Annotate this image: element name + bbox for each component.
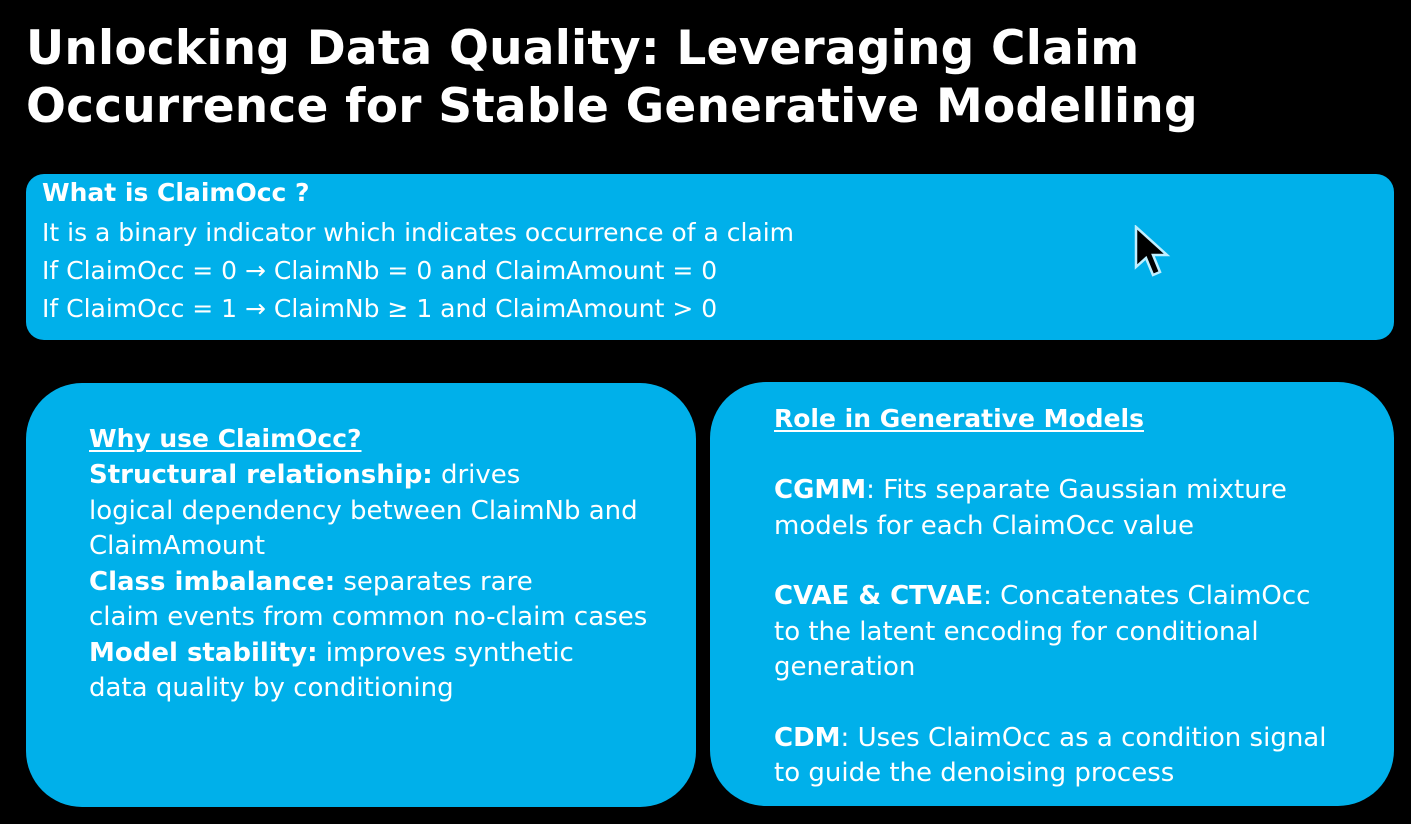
role-item-cgmm: CGMM: Fits separate Gaussian mixture mod…: [774, 473, 1374, 544]
definition-line: It is a binary indicator which indicates…: [42, 218, 795, 247]
why-item-text: improves synthetic: [317, 637, 574, 668]
why-item-text: separates rare: [335, 566, 533, 597]
mouse-pointer-arrow-icon: [1134, 225, 1171, 277]
role-item-text: : Uses ClaimOcc as a condition signal to…: [774, 722, 1327, 789]
role-item-cvae: CVAE & CTVAE: Concatenates ClaimOcc to t…: [774, 579, 1334, 686]
definition-box: What is ClaimOcc ? It is a binary indica…: [26, 174, 1394, 340]
why-use-heading: Why use ClaimOcc?: [89, 424, 362, 453]
role-item-term: CGMM: [774, 475, 867, 505]
why-item-stability: Model stability: improves synthetic data…: [89, 636, 676, 707]
why-item-text: drives: [432, 460, 521, 490]
role-item-text: : Concatenates ClaimOcc to the latent en…: [774, 581, 1311, 682]
spacer: [774, 438, 1374, 473]
why-item-term: Model stability:: [89, 637, 318, 668]
slide-title-line-1: Unlocking Data Quality: Leveraging Claim: [26, 21, 1140, 76]
role-item-term: CDM: [774, 722, 841, 753]
role-item-text: : Fits separate Gaussian mixture models …: [774, 475, 1287, 541]
why-item-text-cont: claim events from common no-claim cases: [89, 602, 648, 632]
spacer: [774, 686, 1374, 721]
role-item-term: CVAE & CTVAE: [774, 581, 984, 611]
slide-title-line-2: Occurrence for Stable Generative Modelli…: [26, 79, 1198, 134]
definition-heading: What is ClaimOcc ?: [42, 178, 310, 207]
definition-rule-zero: If ClaimOcc = 0 → ClaimNb = 0 and ClaimA…: [42, 256, 718, 285]
slide-title: Unlocking Data Quality: Leveraging Claim…: [26, 20, 1386, 136]
why-item-structural: Structural relationship: drives logical …: [89, 458, 676, 565]
why-use-box: Why use ClaimOcc? Structural relationshi…: [26, 383, 696, 807]
role-heading: Role in Generative Models: [774, 404, 1144, 433]
why-item-imbalance: Class imbalance: separates rare claim ev…: [89, 565, 676, 636]
role-item-cdm: CDM: Uses ClaimOcc as a condition signal…: [774, 721, 1354, 792]
definition-rule-one: If ClaimOcc = 1 → ClaimNb ≥ 1 and ClaimA…: [42, 294, 718, 323]
why-item-text-cont: logical dependency between ClaimNb and C…: [89, 495, 638, 562]
spacer: [774, 544, 1374, 579]
why-item-term: Class imbalance:: [89, 566, 336, 597]
why-item-text-cont: data quality by conditioning: [89, 673, 454, 703]
role-box: Role in Generative Models CGMM: Fits sep…: [710, 382, 1394, 806]
why-item-term: Structural relationship:: [89, 460, 433, 490]
